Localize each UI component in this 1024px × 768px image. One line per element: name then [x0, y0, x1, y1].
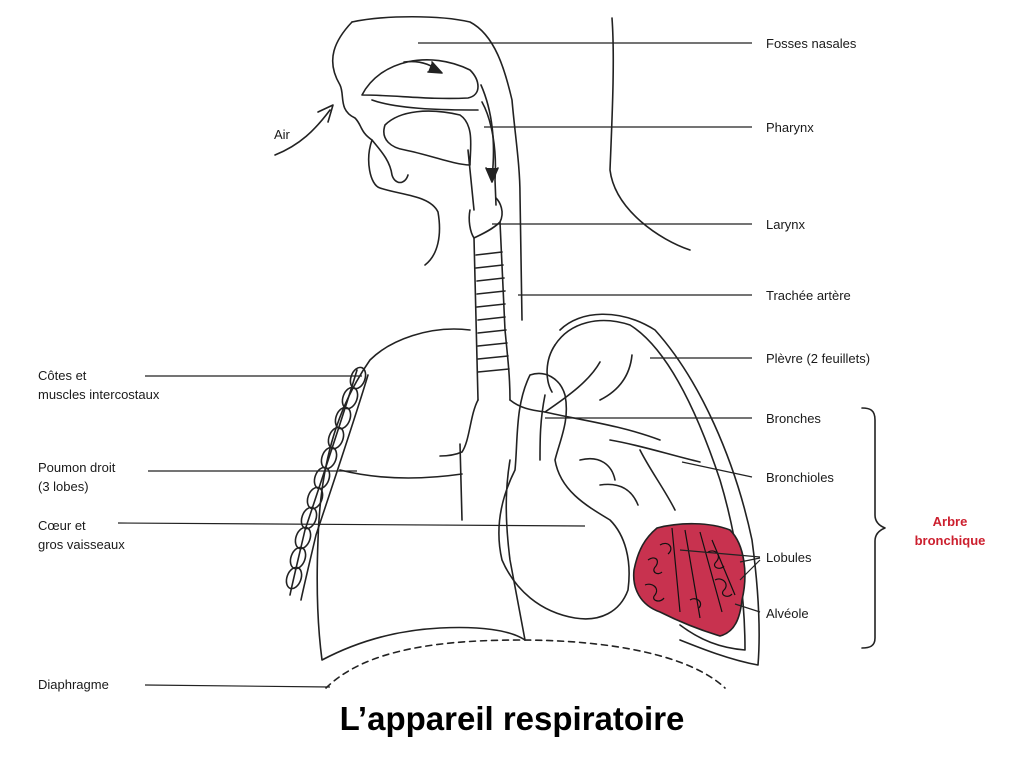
label-pharynx: Pharynx [766, 120, 814, 135]
label-cotes-line2: muscles intercostaux [38, 387, 160, 402]
diaphragm [325, 639, 726, 689]
label-arbre-line1: Arbre [932, 514, 968, 529]
label-bronchioles: Bronchioles [766, 470, 834, 485]
heart [498, 372, 630, 620]
page-title: L’appareil respiratoire [339, 700, 685, 737]
tongue [383, 110, 472, 166]
bracket [861, 407, 886, 649]
head-outline [351, 15, 523, 321]
label-coeur: Cœur et gros vaisseaux [38, 516, 125, 554]
label-larynx: Larynx [766, 217, 806, 232]
left-lung [554, 319, 746, 651]
ribs [289, 369, 358, 596]
bronchi [439, 399, 479, 457]
label-lobules: Lobules [766, 550, 812, 565]
label-trachee: Trachée artère [766, 288, 851, 303]
label-poumon-line2: (3 lobes) [38, 479, 89, 494]
label-bronches: Bronches [766, 411, 821, 426]
label-diaphragme: Diaphragme [38, 677, 109, 692]
air-arrow [274, 109, 331, 156]
leader-lobules-2 [739, 559, 761, 581]
leader-lobules-1 [679, 549, 761, 558]
label-arbre-bronchique: Arbre bronchique [905, 512, 995, 550]
leader-diaphragme [144, 684, 331, 688]
nasal-cavity [361, 59, 479, 100]
label-fosses-nasales: Fosses nasales [766, 36, 857, 51]
face-profile [331, 21, 441, 266]
label-plevre: Plèvre (2 feuillets) [766, 351, 871, 366]
leader-lobules-3 [739, 557, 761, 563]
label-cotes-line1: Côtes et [38, 368, 87, 383]
label-poumon-line1: Poumon droit [38, 460, 116, 475]
label-coeur-line1: Cœur et [38, 518, 86, 533]
label-arbre-line2: bronchique [914, 533, 986, 548]
label-cotes: Côtes et muscles intercostaux [38, 366, 159, 404]
neck-back [609, 17, 691, 251]
leader-bronchioles [681, 461, 753, 478]
trachea [473, 237, 479, 401]
right-lung [316, 328, 526, 661]
pleura [559, 313, 760, 666]
label-poumon: Poumon droit (3 lobes) [38, 458, 115, 496]
leader-alveole [734, 603, 761, 613]
leader-coeur [117, 522, 586, 527]
larynx [468, 197, 503, 239]
label-air: Air [274, 127, 290, 142]
label-alveole: Alvéole [766, 606, 809, 621]
label-coeur-line2: gros vaisseaux [38, 537, 125, 552]
